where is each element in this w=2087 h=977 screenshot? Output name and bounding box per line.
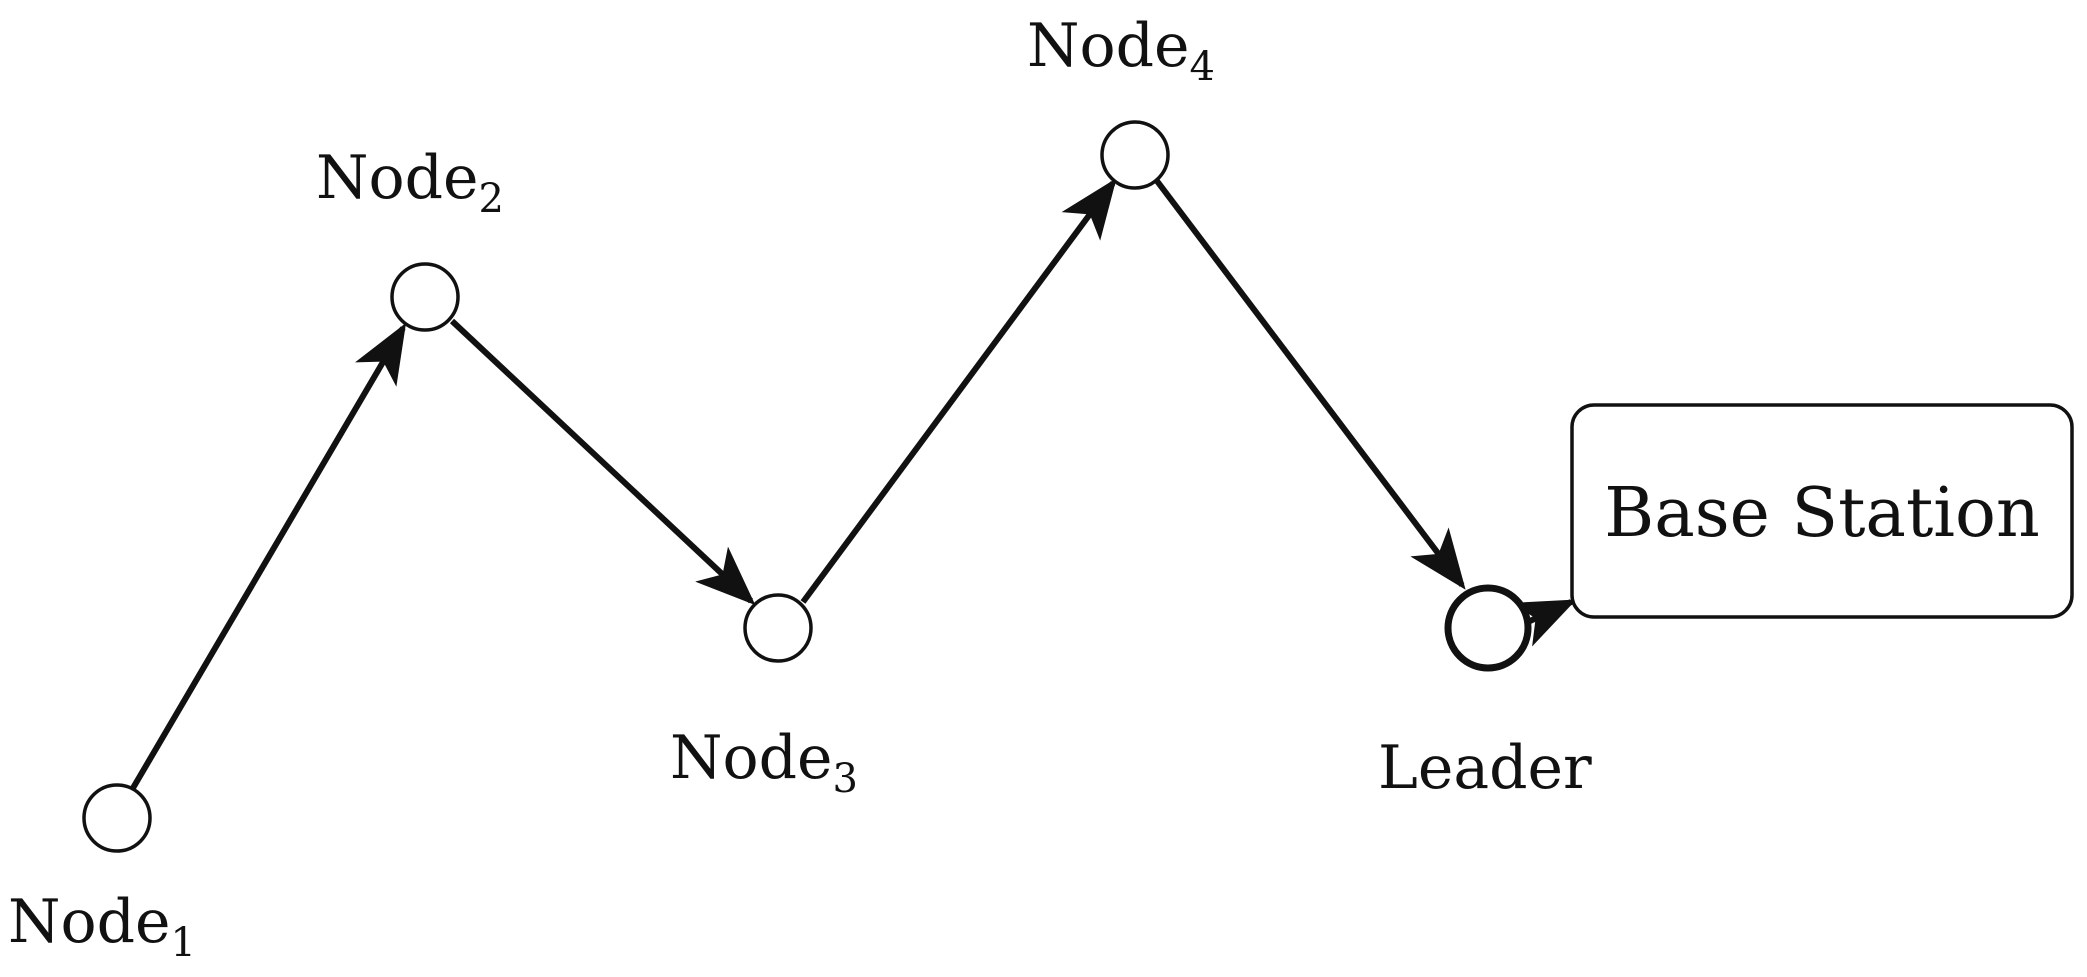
node4-label: Node4 [1027,11,1215,90]
node3-circle [743,593,813,663]
edge-node3-node4 [800,178,1117,604]
edge-node2-node3 [449,318,756,606]
leader-label: Leader [1378,733,1592,803]
node4-circle [1100,120,1170,190]
edge-node1-node2 [130,322,407,790]
node1-label: Node1 [8,887,196,966]
base-station-label: Base Station [1604,474,2040,553]
node2-label: Node2 [316,143,504,222]
leader-circle [1444,584,1532,672]
edge-leader-base-station [1511,599,1577,647]
node2-circle [390,262,460,332]
node3-label: Node3 [670,723,858,802]
base-station-box [1570,403,2074,619]
edge-node4-leader [1154,179,1466,590]
node1-circle [82,783,152,853]
